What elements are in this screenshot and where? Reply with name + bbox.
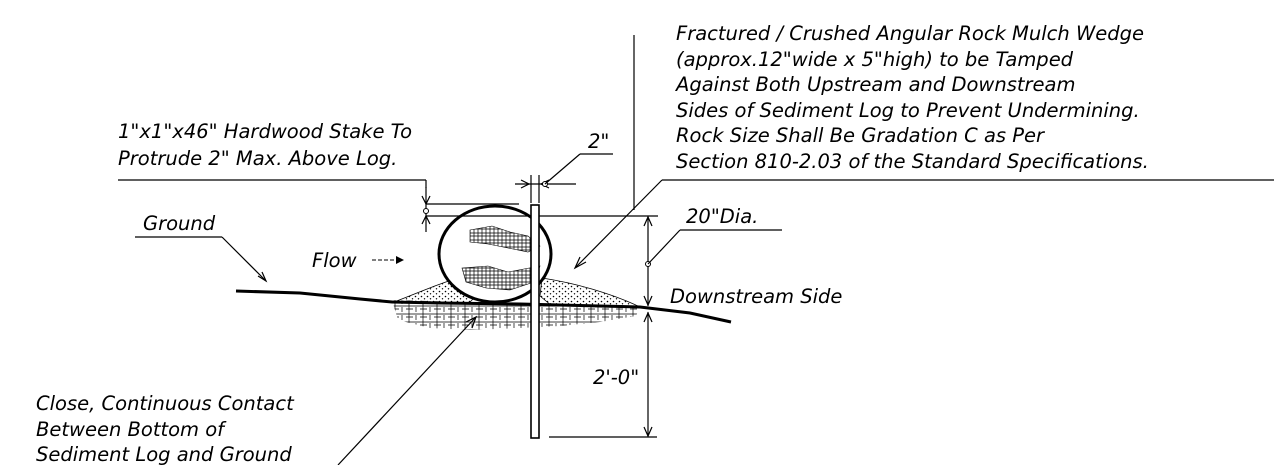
contact-note-line-1: Close, Continuous Contact [36,392,295,415]
rock-note-line-3: Against Both Upstream and Downstream [674,73,1075,96]
flow-arrow-head [396,256,404,264]
ground-arrow [257,271,268,283]
contact-leader [337,316,477,465]
protrusion-leader-dot [423,208,429,214]
stake-note-line-1: 1"x1"x46" Hardwood Stake To [118,120,412,143]
rock-note-line-5: Rock Size Shall Be Gradation C as Per [676,124,1046,147]
rock-note-line-1: Fractured / Crushed Angular Rock Mulch W… [676,22,1144,45]
offset-leader [544,153,581,185]
diameter-arrow-top [643,215,653,227]
ground-leader [221,236,267,282]
downstream-label: Downstream Side [670,285,842,308]
stake-note-line-2: Protrude 2" Max. Above Log. [118,147,397,170]
rock-note-line-6: Section 810-2.03 of the Standard Specifi… [676,150,1149,173]
downstream-rock-wedge [539,277,639,307]
diameter-label: 20"Dia. [686,205,758,228]
rock-note-line-4: Sides of Sediment Log to Prevent Undermi… [676,99,1140,122]
soil-hatch-area [392,300,640,330]
ground-label: Ground [143,212,216,235]
rock-note-leader [574,179,663,269]
depth-label: 2'-0" [593,366,639,389]
contact-note-line-3: Sediment Log and Ground [36,443,292,465]
diameter-arrow-bottom [643,295,653,307]
contact-arrow [465,315,478,329]
stake-offset-label: 2" [588,130,609,153]
offset-arrow-left [520,179,531,189]
depth-arrow-top [643,311,653,323]
rock-note-line-2: (approx.12"wide x 5"high) to be Tamped [676,48,1074,71]
diameter-leader [647,229,681,265]
rock-note-arrow [573,256,587,270]
depth-arrow-bottom [643,426,653,438]
hardwood-stake [530,204,540,439]
contact-note-line-2: Between Bottom of [36,418,227,441]
flow-label: Flow [312,249,357,272]
